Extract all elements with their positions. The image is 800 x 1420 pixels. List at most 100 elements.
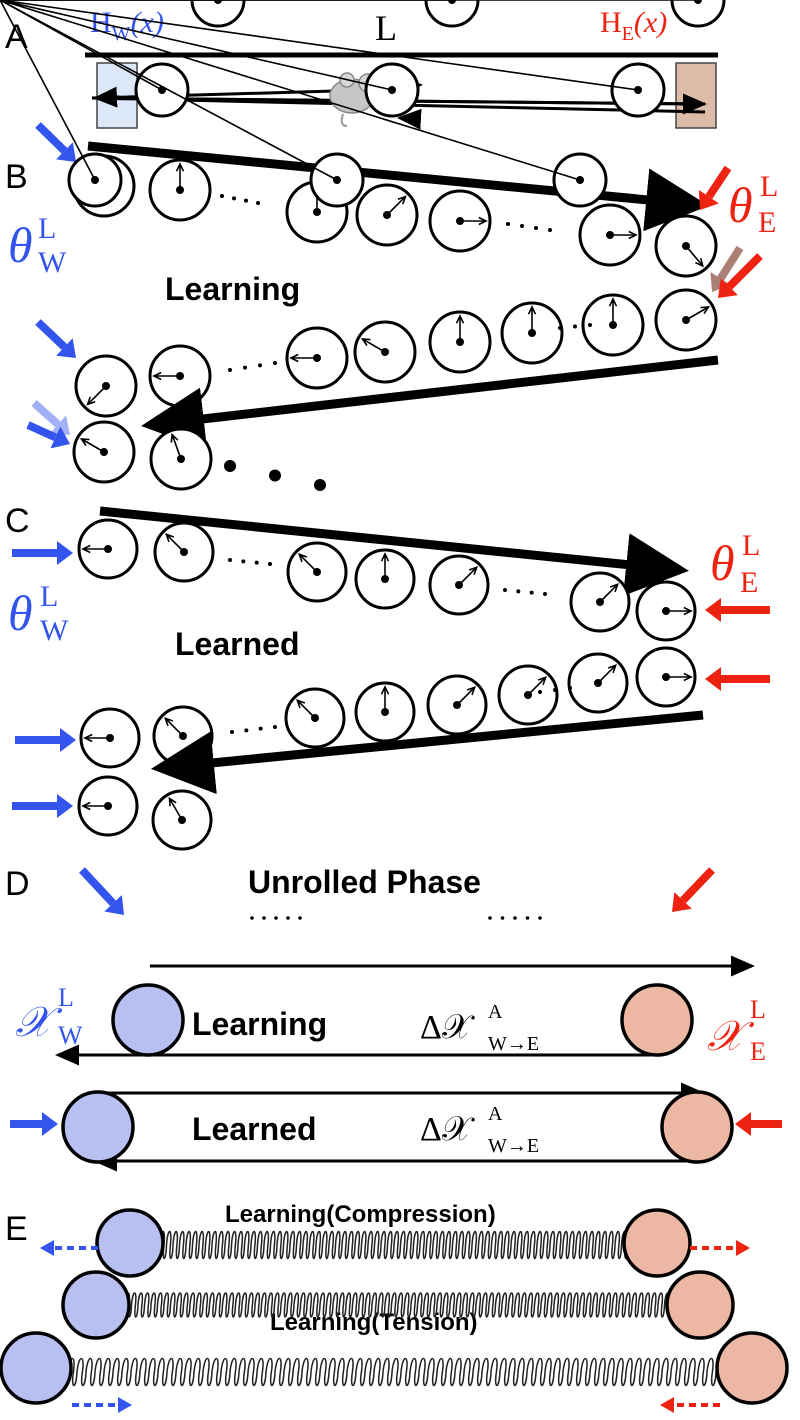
panel-c-title: Learned — [175, 626, 299, 662]
svg-text:θ: θ — [8, 585, 33, 641]
phase-hand — [81, 438, 105, 453]
svg-text:W: W — [38, 246, 67, 279]
phase-center-dot — [102, 382, 110, 390]
west-input-arrow-b1 — [35, 122, 76, 162]
phase-hand-head — [683, 606, 693, 616]
phase-neuron — [79, 707, 141, 769]
phase-hand-head — [289, 353, 299, 363]
ellipsis-dot — [558, 326, 562, 330]
panel-label-b: B — [5, 158, 28, 196]
phase-neuron — [285, 326, 349, 390]
input-arrow-shaft — [35, 122, 68, 154]
ellipsis-dot — [286, 916, 290, 920]
east-field-label: HE(x) — [600, 6, 667, 45]
phase-hand — [0, 0, 96, 181]
phase-neuron — [72, 420, 136, 484]
panel-d-title: Unrolled Phase — [248, 864, 481, 900]
phase-neuron — [0, 0, 666, 118]
ellipsis-dot — [520, 224, 524, 228]
ellipsis-dot — [269, 469, 281, 482]
phase-hand-head — [608, 297, 618, 307]
phase-center-dot — [176, 186, 184, 194]
input-arrow-head — [56, 338, 76, 358]
neuron-circle — [670, 0, 726, 28]
phase-hand — [685, 306, 709, 321]
learned-forward-arrow — [99, 506, 689, 596]
phase-neuron — [578, 203, 642, 267]
input-arrow-shaft — [717, 245, 744, 281]
phase-neuron — [569, 571, 631, 633]
phase-center-dot — [682, 242, 690, 250]
phase-center-dot — [179, 732, 187, 740]
phase-center-dot — [214, 0, 222, 4]
panel-e-springs — [0, 1208, 789, 1413]
phase-neuron — [581, 293, 645, 357]
phase-hand — [0, 0, 338, 181]
delta-chi-label-1: Δ𝒳 A W→E — [420, 1001, 539, 1055]
phase-hand-head — [170, 432, 179, 443]
phase-neuron — [0, 0, 480, 28]
neuron-circle — [424, 0, 480, 28]
phase-neuron — [74, 354, 138, 418]
input-arrow-head — [57, 794, 73, 818]
input-arrow-shaft — [26, 421, 58, 442]
phase-center-dot — [313, 354, 321, 362]
phase-neuron — [0, 0, 123, 208]
theta-west-label-c: θ L W — [8, 580, 69, 647]
phase-hand-head — [360, 338, 371, 347]
east-input-arrow-c1 — [705, 598, 770, 622]
svg-text:θ: θ — [8, 217, 33, 273]
west-input-arrow-d2 — [10, 1112, 58, 1136]
panel-d-learning-loop — [55, 955, 755, 1066]
phase-center-dot — [381, 708, 389, 716]
ellipsis-dot — [254, 560, 259, 565]
input-arrow-shaft — [35, 319, 68, 350]
input-arrow-head — [672, 892, 692, 912]
ellipsis-dot — [548, 228, 552, 232]
phase-hand-head — [455, 314, 465, 324]
panel-label-d: D — [5, 865, 30, 903]
theta-east-label-c: θ L E — [710, 529, 760, 599]
theta-east-label-b: θ L E — [728, 170, 778, 239]
panel-d-learned-loop — [61, 1082, 734, 1172]
phase-hand — [87, 385, 107, 405]
phase-center-dot — [662, 673, 670, 681]
east-field-text: HE(x) — [600, 6, 667, 45]
svg-text:L: L — [40, 580, 58, 613]
ellipsis-dot — [534, 226, 538, 230]
phase-center-dot — [596, 598, 604, 606]
phase-hand-head — [466, 686, 476, 696]
phase-hand-head — [628, 230, 638, 240]
svg-text:W: W — [58, 1021, 83, 1050]
phase-hand-head — [478, 216, 488, 226]
input-arrow-head — [735, 1112, 751, 1136]
phase-neuron — [635, 580, 697, 642]
phase-neuron — [497, 664, 559, 726]
svg-text:E: E — [740, 566, 758, 599]
phase-hand — [0, 0, 639, 91]
west-input-arrow-b3 — [26, 421, 70, 449]
phase-center-dot — [381, 348, 389, 356]
ellipsis-dot — [538, 690, 542, 694]
phase-center-dot — [100, 448, 108, 456]
ellipsis-dot — [268, 562, 272, 566]
phase-hand-head — [700, 306, 711, 315]
input-arrow-shaft — [31, 400, 61, 428]
input-arrow-head — [104, 895, 124, 915]
phase-hand-head — [537, 676, 547, 686]
phase-neuron — [428, 554, 490, 616]
east-ball-learned — [660, 1090, 734, 1164]
phase-center-dot — [524, 691, 532, 699]
phase-center-dot — [311, 714, 319, 722]
phase-hand-head — [609, 583, 619, 593]
neuron-circle — [190, 0, 246, 28]
panel-label-c: C — [5, 502, 30, 540]
ellipsis-dot — [258, 726, 263, 731]
input-arrow-head — [705, 598, 721, 622]
ellipsis-dot — [228, 558, 232, 562]
input-arrow-head — [50, 415, 70, 435]
phase-neuron — [151, 789, 213, 851]
east-input-arrow-d2 — [735, 1112, 782, 1136]
